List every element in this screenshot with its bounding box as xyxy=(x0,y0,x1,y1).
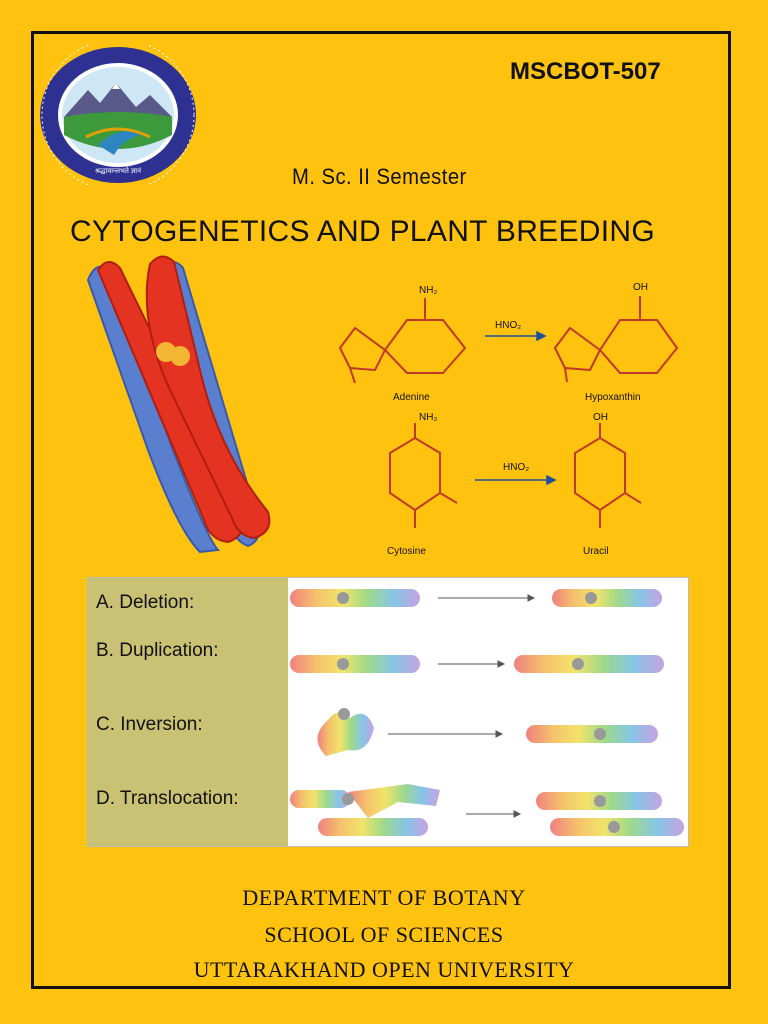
logo-motto: श्रद्धावान्लभते ज्ञानं xyxy=(95,166,141,175)
cytosine-label: Cytosine xyxy=(387,546,426,557)
deamination-diagram: NH₂ Adenine HNO₂ OH Hypoxanthin NH₂ HNO₂… xyxy=(338,282,679,557)
translocation-label: D. Translocation: xyxy=(96,788,239,809)
deletion-label: A. Deletion: xyxy=(96,592,195,613)
footer-school: SCHOOL OF SCIENCES xyxy=(264,922,504,947)
course-code: MSCBOT-507 xyxy=(510,58,661,85)
uracil-group: OH xyxy=(593,412,608,423)
footer-department: DEPARTMENT OF BOTANY xyxy=(242,885,526,910)
university-logo: श्रद्धावान्लभते ज्ञानं xyxy=(40,45,196,185)
reagent-label: HNO₂ xyxy=(495,320,521,331)
page-title: CYTOGENETICS AND PLANT BREEDING xyxy=(70,215,655,248)
adenine-label: Adenine xyxy=(393,392,430,403)
cytosine-group: NH₂ xyxy=(419,412,437,423)
mutation-panel: A. Deletion: B. Duplication: C. Inversio… xyxy=(87,577,689,847)
page-border xyxy=(31,31,731,989)
hypoxanthine-label: Hypoxanthin xyxy=(585,392,641,403)
duplication-label: B. Duplication: xyxy=(96,640,219,661)
adenine-group: NH₂ xyxy=(419,285,437,296)
hypoxanthine-group: OH xyxy=(633,282,648,293)
footer-university: UTTARAKHAND OPEN UNIVERSITY xyxy=(193,957,575,982)
mutation-diagrams xyxy=(290,589,684,836)
chromosome-illustration xyxy=(86,255,271,554)
inversion-label: C. Inversion: xyxy=(96,714,203,735)
semester-label: M. Sc. II Semester xyxy=(292,164,467,189)
uracil-label: Uracil xyxy=(583,546,609,557)
reagent-label-2: HNO₂ xyxy=(503,462,529,473)
mutation-labels-column xyxy=(88,578,288,846)
